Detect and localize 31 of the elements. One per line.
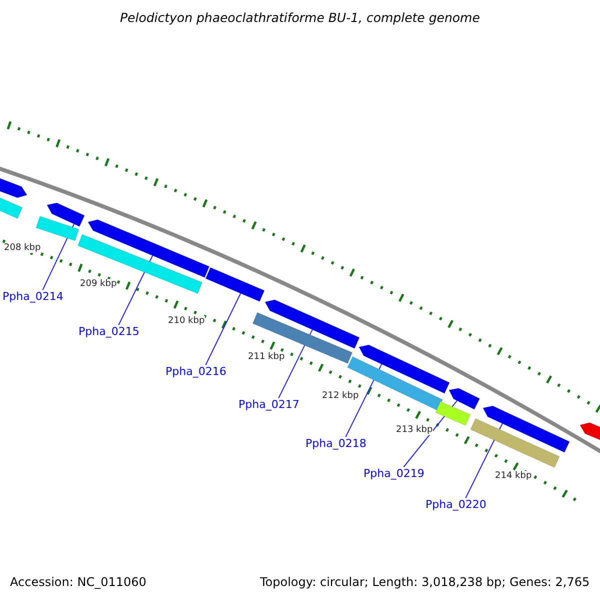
scale-label: 211 kbp [248, 352, 285, 362]
scale-label: 212 kbp [322, 391, 359, 401]
gene-label: Ppha_0219 [364, 467, 424, 480]
gene-bar [78, 234, 202, 294]
gene-label: Ppha_0217 [238, 398, 300, 411]
scale-label: 214 kbp [495, 471, 532, 481]
gene-bar [358, 344, 450, 394]
gene-bar [36, 216, 80, 241]
genome-info-text: Topology: circular; Length: 3,018,238 bp; Genes: 2,765 [260, 575, 590, 589]
title: Pelodictyon phaeoclathratiforme BU-1, complete genome [120, 10, 480, 25]
gene-label: Ppha_0214 [2, 290, 64, 303]
gene-label: Ppha_0216 [166, 365, 226, 378]
gene-bar [0, 175, 28, 198]
gene-bar [46, 202, 85, 227]
leader-line [205, 292, 242, 366]
gene-bar [448, 388, 480, 410]
gene-label: Ppha_0215 [78, 325, 140, 338]
scale-label: 210 kbp [168, 316, 205, 326]
gene-bar [580, 422, 600, 442]
scale-label: 208 kbp [4, 243, 41, 253]
scale-label: 213 kbp [396, 425, 433, 435]
scale-label: 209 kbp [80, 279, 117, 289]
gene-label: Ppha_0220 [426, 498, 486, 511]
gene-bar [435, 401, 471, 426]
gene-bar [264, 300, 360, 349]
gene-bar [470, 418, 560, 468]
gene-label: Ppha_0218 [306, 437, 366, 450]
gene-bar [205, 267, 265, 302]
gene-bar [88, 219, 210, 278]
gene-bar [482, 406, 570, 453]
accession-text: Accession: NC_011060 [10, 575, 146, 589]
